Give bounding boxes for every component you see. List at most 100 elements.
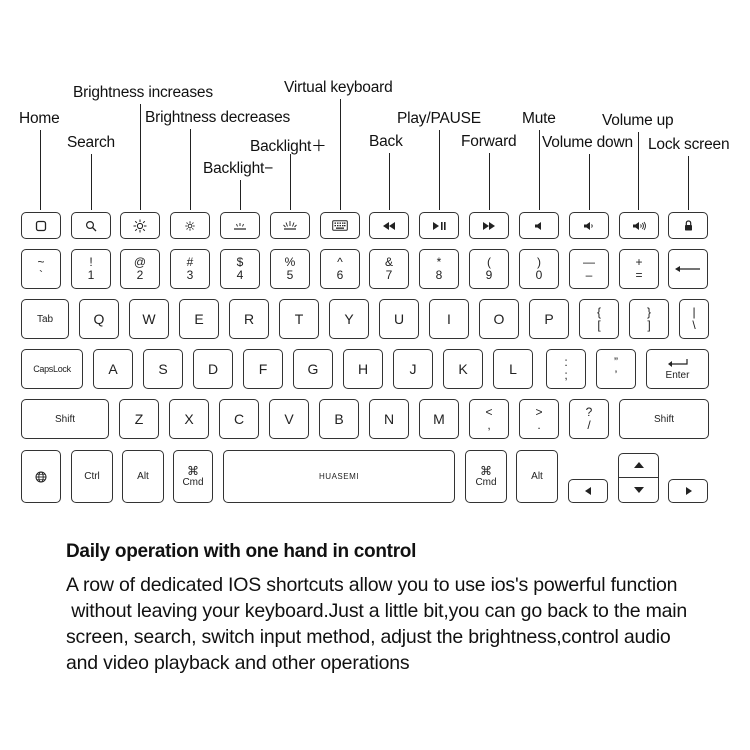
forward-key[interactable]: [469, 212, 509, 239]
key-slash[interactable]: ?/: [569, 399, 609, 439]
key-d[interactable]: D: [193, 349, 233, 389]
key-backtick[interactable]: ~`: [21, 249, 61, 289]
key-x[interactable]: X: [169, 399, 209, 439]
leader-play-pause: [439, 130, 440, 210]
key-0[interactable]: )0: [519, 249, 559, 289]
key-e[interactable]: E: [179, 299, 219, 339]
volume-down-key[interactable]: [569, 212, 609, 239]
leader-mute: [539, 130, 540, 210]
key-letter: P: [544, 310, 554, 327]
key-l[interactable]: L: [493, 349, 533, 389]
key-y[interactable]: Y: [329, 299, 369, 339]
key-7[interactable]: &7: [369, 249, 409, 289]
key-b[interactable]: B: [319, 399, 359, 439]
key-equals[interactable]: +=: [619, 249, 659, 289]
key-r[interactable]: R: [229, 299, 269, 339]
arrow-up-key[interactable]: [618, 453, 659, 478]
volume-up-key[interactable]: [619, 212, 659, 239]
space-bar[interactable]: HUASEMI: [223, 450, 455, 503]
key-u[interactable]: U: [379, 299, 419, 339]
ctrl-key[interactable]: Ctrl: [71, 450, 113, 503]
key-p[interactable]: P: [529, 299, 569, 339]
key-minus[interactable]: —–: [569, 249, 609, 289]
left-cmd-key[interactable]: ⌘ Cmd: [173, 450, 213, 503]
cmd-label: Cmd: [475, 477, 497, 488]
key-bottom: ,: [487, 418, 491, 432]
search-key[interactable]: [71, 212, 111, 239]
key-4[interactable]: $4: [220, 249, 260, 289]
key-letter: K: [458, 360, 468, 377]
shift-label: Shift: [653, 413, 674, 425]
key-h[interactable]: H: [343, 349, 383, 389]
key-k[interactable]: K: [443, 349, 483, 389]
key-letter: I: [447, 310, 451, 327]
key-a[interactable]: A: [93, 349, 133, 389]
play-pause-key[interactable]: [419, 212, 459, 239]
speaker-mute-icon: [535, 221, 541, 230]
right-alt-key[interactable]: Alt: [516, 450, 558, 503]
key-letter: S: [158, 360, 168, 377]
key-q[interactable]: Q: [79, 299, 119, 339]
key-c[interactable]: C: [219, 399, 259, 439]
brightness-decrease-key[interactable]: [170, 212, 210, 239]
key-5[interactable]: %5: [270, 249, 310, 289]
lock-screen-key[interactable]: [668, 212, 708, 239]
backlight-plus-key[interactable]: [270, 212, 310, 239]
key-t[interactable]: T: [279, 299, 319, 339]
key-period[interactable]: >.: [519, 399, 559, 439]
brightness-increase-key[interactable]: [120, 212, 160, 239]
arrow-right-key[interactable]: [668, 479, 708, 503]
home-key[interactable]: [21, 212, 61, 239]
key-w[interactable]: W: [129, 299, 169, 339]
alt-label: Alt: [531, 471, 543, 482]
capslock-key[interactable]: CapsLock: [21, 349, 83, 389]
key-semicolon[interactable]: :;: [546, 349, 586, 389]
key-2[interactable]: @2: [120, 249, 160, 289]
key-top: @: [133, 255, 147, 269]
back-key[interactable]: [369, 212, 409, 239]
key-top: <: [485, 405, 493, 419]
left-shift-key[interactable]: Shift: [21, 399, 109, 439]
key-1[interactable]: !1: [71, 249, 111, 289]
key-v[interactable]: V: [269, 399, 309, 439]
key-top: ”: [614, 355, 618, 369]
key-m[interactable]: M: [419, 399, 459, 439]
key-o[interactable]: O: [479, 299, 519, 339]
key-bracket-open[interactable]: {[: [579, 299, 619, 339]
backlight-minus-key[interactable]: [220, 212, 260, 239]
enter-key[interactable]: Enter: [646, 349, 709, 389]
key-z[interactable]: Z: [119, 399, 159, 439]
key-backslash[interactable]: |\: [679, 299, 709, 339]
key-s[interactable]: S: [143, 349, 183, 389]
key-6[interactable]: ^6: [320, 249, 360, 289]
key-bracket-close[interactable]: }]: [629, 299, 669, 339]
key-n[interactable]: N: [369, 399, 409, 439]
key-top: :: [564, 355, 568, 369]
key-bottom: 7: [385, 268, 393, 282]
key-quote[interactable]: ”’: [596, 349, 636, 389]
key-i[interactable]: I: [429, 299, 469, 339]
arrow-left-key[interactable]: [568, 479, 608, 503]
cmd-symbol: ⌘: [480, 464, 492, 478]
callout-volume-up: Volume up: [602, 112, 674, 129]
key-g[interactable]: G: [293, 349, 333, 389]
mute-key[interactable]: [519, 212, 559, 239]
key-3[interactable]: #3: [170, 249, 210, 289]
key-j[interactable]: J: [393, 349, 433, 389]
key-comma[interactable]: <,: [469, 399, 509, 439]
right-cmd-key[interactable]: ⌘ Cmd: [465, 450, 507, 503]
key-bottom: [: [597, 318, 601, 332]
key-9[interactable]: (9: [469, 249, 509, 289]
backspace-key[interactable]: [668, 249, 708, 289]
key-8[interactable]: *8: [419, 249, 459, 289]
virtual-keyboard-key[interactable]: [320, 212, 360, 239]
key-f[interactable]: F: [243, 349, 283, 389]
arrow-down-key[interactable]: [618, 477, 659, 503]
tab-key[interactable]: Tab: [21, 299, 69, 339]
globe-key[interactable]: [21, 450, 61, 503]
key-bottom: –: [585, 268, 593, 282]
callout-play-pause: Play/PAUSE: [397, 110, 481, 127]
key-bottom: /: [587, 418, 591, 432]
right-shift-key[interactable]: Shift: [619, 399, 709, 439]
left-alt-key[interactable]: Alt: [122, 450, 164, 503]
